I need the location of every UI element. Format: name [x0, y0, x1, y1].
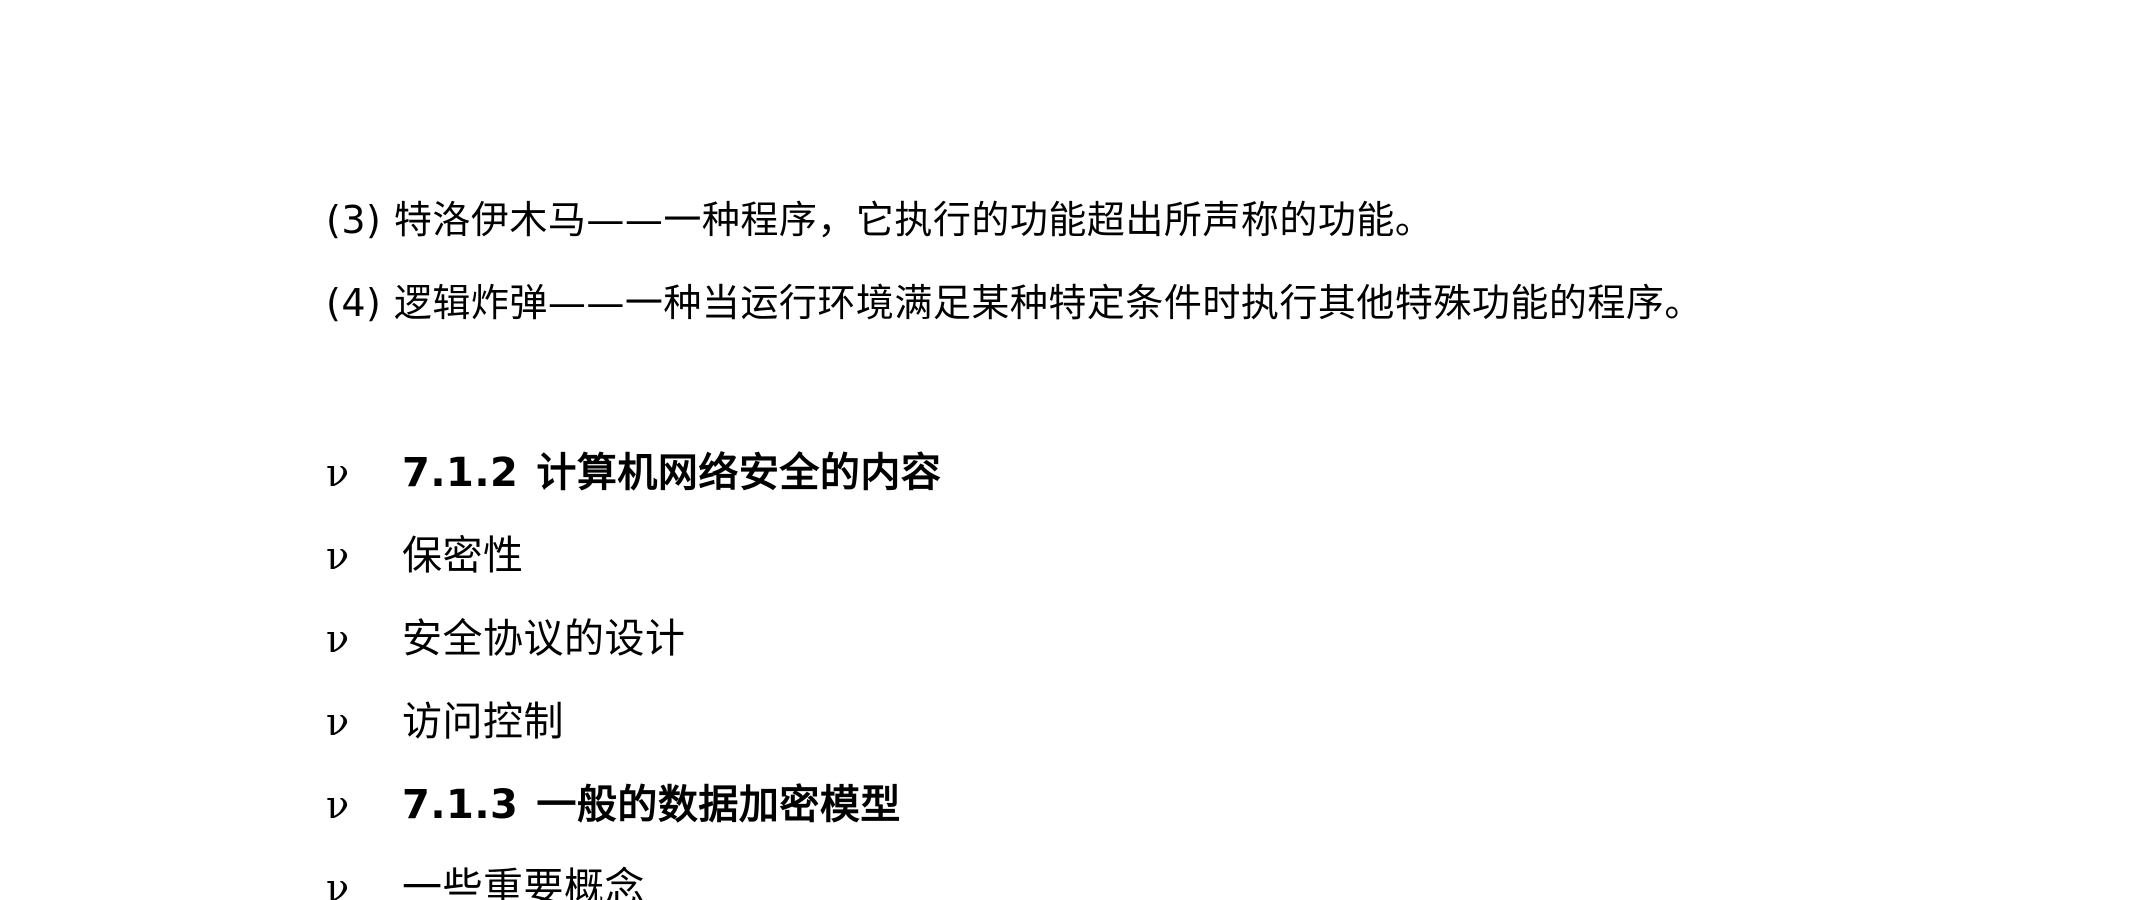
bullet-text: 一些重要概念	[402, 865, 645, 900]
bullet-text: 保密性	[402, 533, 524, 579]
bullet-marker: ν	[326, 617, 350, 661]
bullet-marker: ν	[326, 451, 350, 495]
paragraph-logic-bomb: (4) 逻辑炸弹——一种当运行环境满足某种特定条件时执行其他特殊功能的程序。	[326, 281, 1703, 325]
section-title: 计算机网络安全的内容	[536, 450, 942, 496]
section-heading: 7.1.2 计算机网络安全的内容	[402, 445, 941, 501]
section-heading: 7.1.3 一般的数据加密模型	[402, 777, 901, 833]
bullet-marker: ν	[326, 534, 350, 578]
bullet-text: 安全协议的设计	[402, 616, 686, 662]
section-number: 7.1.3	[402, 782, 519, 828]
bullet-marker: ν	[326, 700, 350, 744]
section-title: 一般的数据加密模型	[536, 782, 901, 828]
bullet-text: 访问控制	[402, 699, 564, 745]
bullet-marker: ν	[326, 866, 350, 900]
section-number: 7.1.2	[402, 450, 519, 496]
paragraph-trojan-horse: (3) 特洛伊木马——一种程序，它执行的功能超出所声称的功能。	[326, 198, 1434, 242]
bullet-marker: ν	[326, 783, 350, 827]
